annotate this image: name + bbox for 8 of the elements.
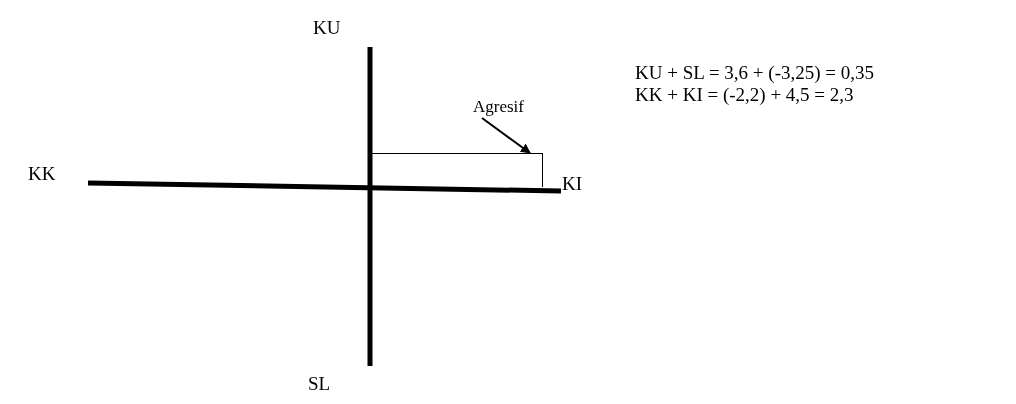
axis-label: KI <box>562 174 583 195</box>
leader-arrow <box>481 117 531 154</box>
quadrant-label: Agresif <box>472 98 525 117</box>
axis-label: KK <box>28 164 56 185</box>
formula-text: KU + SL = 3,6 + (-3,25) = 0,35 <box>635 63 874 84</box>
axis-label: KU <box>313 18 341 39</box>
axis-label: SL <box>308 374 331 395</box>
formula-text: KK + KI = (-2,2) + 4,5 = 2,3 <box>635 85 854 106</box>
